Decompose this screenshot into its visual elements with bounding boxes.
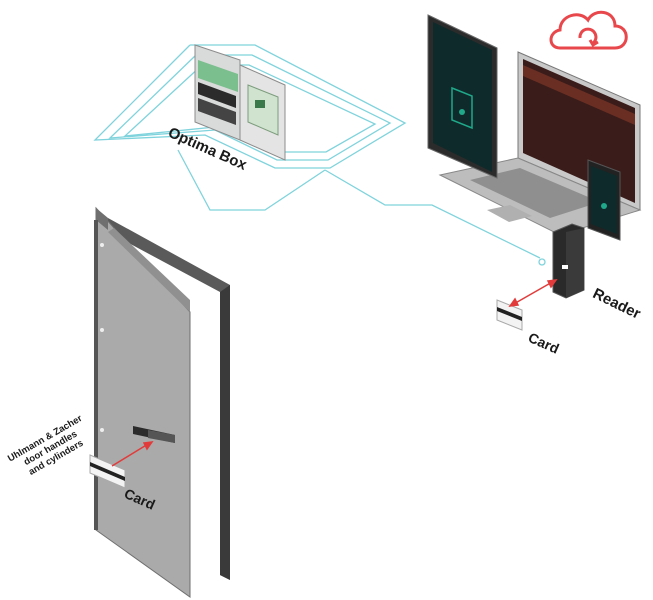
card-reader	[552, 223, 585, 299]
optima-box	[194, 44, 286, 161]
card-near-reader	[496, 299, 523, 331]
wiring-lines	[93, 44, 546, 266]
door-arrow	[111, 441, 154, 467]
door-handle	[133, 426, 175, 443]
door-leaf	[94, 206, 191, 598]
cloud-sync-icon	[549, 10, 628, 50]
tablet	[427, 14, 498, 179]
reader-arrow	[508, 279, 558, 307]
door-frame	[108, 218, 230, 580]
phone	[587, 159, 621, 241]
